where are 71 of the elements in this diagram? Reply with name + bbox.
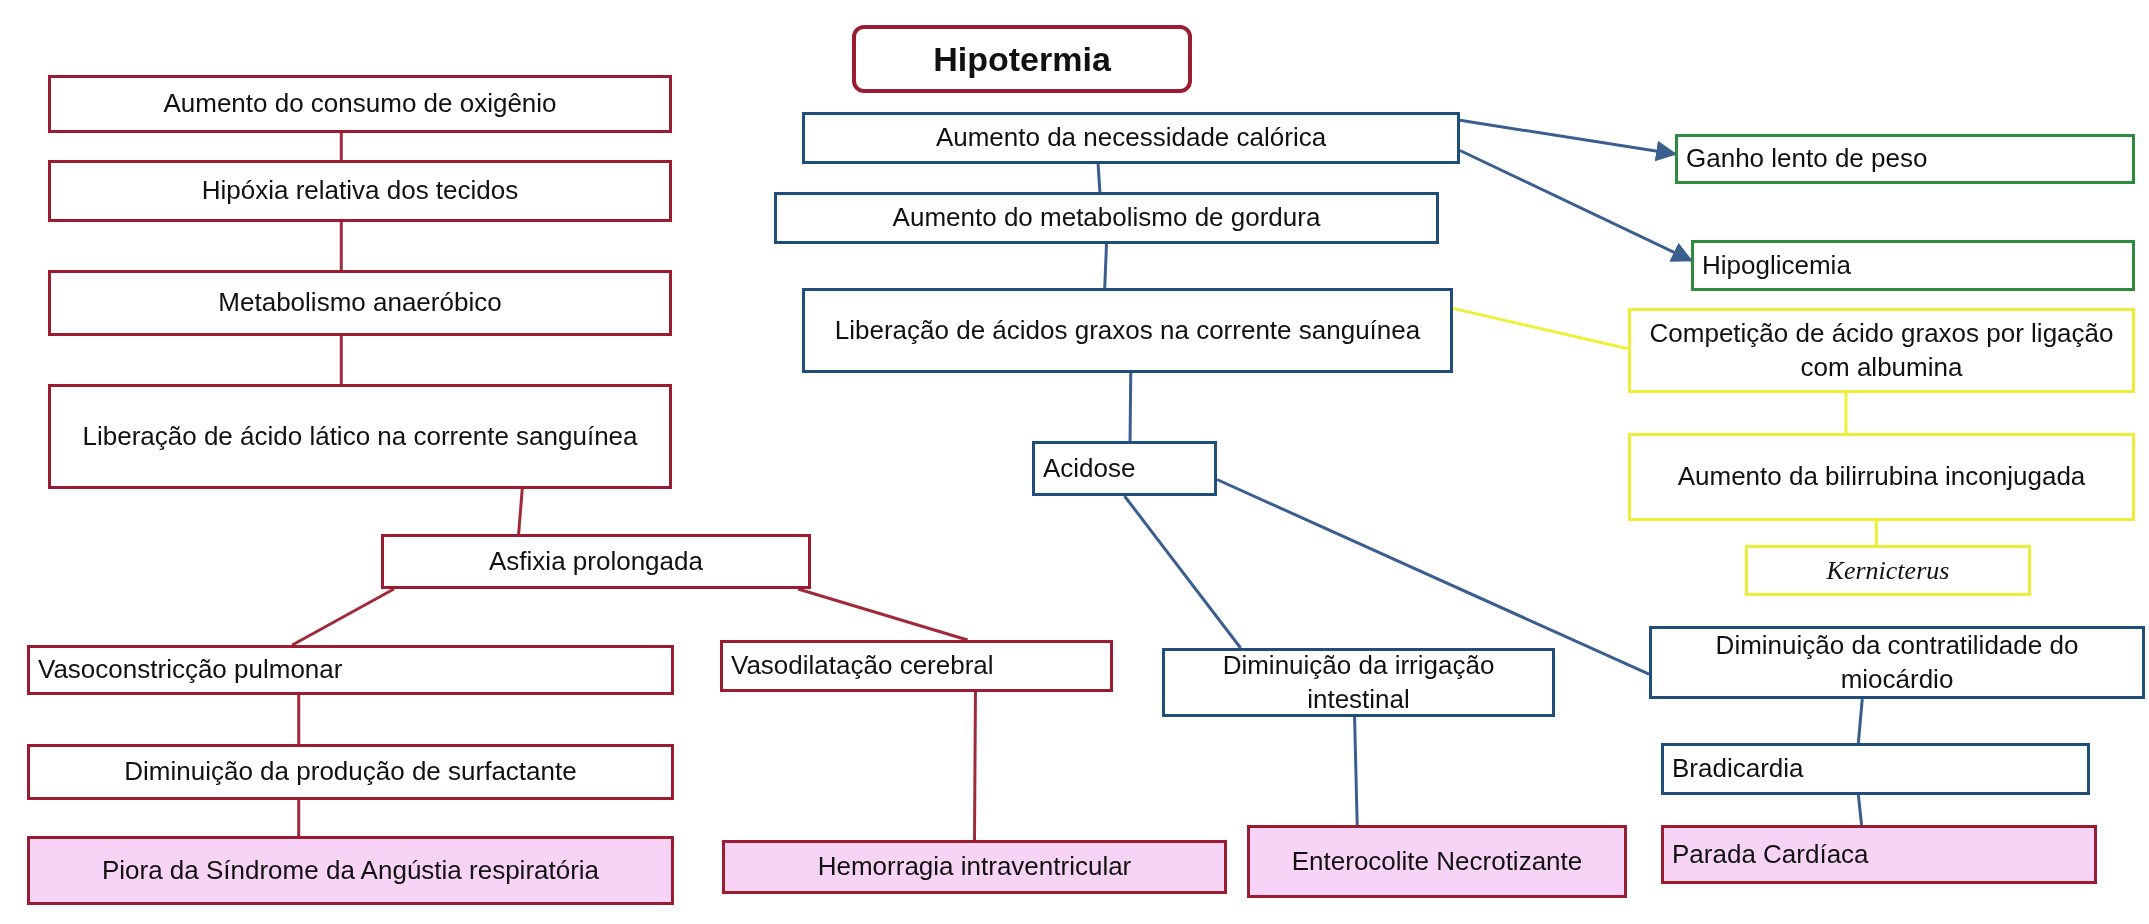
node-label: Bradicardia bbox=[1672, 752, 1804, 786]
node-label: Diminuição da contratilidade do miocárdio bbox=[1714, 628, 2080, 696]
node-label: Liberação de ácidos graxos na corrente sanguínea bbox=[834, 313, 1421, 347]
connector-line bbox=[1856, 698, 1864, 744]
node-label: Aumento do metabolismo de gordura bbox=[892, 201, 1321, 235]
process-box bbox=[1649, 626, 2145, 699]
outcome-box bbox=[722, 840, 1227, 894]
connector-line bbox=[339, 133, 343, 160]
outcome-box bbox=[27, 836, 674, 905]
node-label: Vasoconstricção pulmonar bbox=[38, 653, 343, 687]
process-box bbox=[1628, 433, 2135, 521]
arrow bbox=[1459, 149, 1693, 262]
node-label: Enterocolite Necrotizante bbox=[1291, 844, 1583, 878]
process-box bbox=[720, 640, 1113, 692]
connector-line bbox=[517, 488, 524, 535]
process-box bbox=[48, 384, 672, 489]
node-label: Competição de ácido graxos por ligação com albumina bbox=[1648, 316, 2115, 384]
node-label: Hipotermia bbox=[933, 38, 1111, 80]
connector-line bbox=[297, 800, 301, 836]
process-box bbox=[1628, 308, 2135, 393]
connector-line bbox=[797, 587, 969, 642]
process-box bbox=[381, 534, 811, 589]
process-box bbox=[802, 112, 1460, 164]
process-box bbox=[1661, 743, 2090, 795]
connector-line bbox=[1103, 243, 1108, 289]
connector-line bbox=[1844, 393, 1848, 433]
node-label: Hipóxia relativa dos tecidos bbox=[201, 174, 519, 208]
node-label: Ganho lento de peso bbox=[1686, 142, 1928, 176]
outcome-box bbox=[1247, 825, 1627, 898]
process-box bbox=[27, 645, 674, 695]
process-box bbox=[774, 192, 1439, 244]
node-label: Asfixia prolongada bbox=[489, 544, 703, 578]
node-label: Diminuição da produção de surfactante bbox=[124, 755, 577, 789]
process-box bbox=[1675, 134, 2135, 184]
connector-line bbox=[1353, 716, 1359, 826]
node-label: Hipoglicemia bbox=[1702, 248, 1851, 282]
connector-line bbox=[1856, 794, 1864, 826]
process-box bbox=[1032, 441, 1217, 496]
node-label: Vasodilatação cerebral bbox=[731, 649, 994, 683]
node-label: Liberação de ácido lático na corrente sanguínea bbox=[82, 419, 638, 453]
node-label: Aumento da bilirrubina inconjugada bbox=[1677, 460, 2086, 494]
connector-line bbox=[339, 336, 343, 384]
title-box bbox=[852, 25, 1192, 93]
node-label: Kernicterus bbox=[1826, 554, 1950, 587]
node-label: Diminuição da irrigação intestinal bbox=[1221, 648, 1496, 716]
node-label: Hemorragia intraventricular bbox=[817, 850, 1132, 884]
node-label: Piora da Síndrome da Angústia respiratória bbox=[101, 853, 600, 887]
node-label: Aumento da necessidade calórica bbox=[935, 121, 1327, 155]
connector-line bbox=[973, 692, 977, 840]
process-box bbox=[48, 160, 672, 222]
node-label: Metabolismo anaeróbico bbox=[218, 286, 502, 320]
process-box bbox=[1691, 240, 2135, 291]
process-box bbox=[1745, 545, 2031, 596]
node-label: Parada Cardíaca bbox=[1672, 837, 1869, 871]
connector-line bbox=[1216, 478, 1650, 676]
connector-line bbox=[297, 695, 301, 744]
connector-line bbox=[1096, 163, 1102, 193]
outcome-box bbox=[1661, 825, 2097, 884]
process-box bbox=[48, 270, 672, 336]
process-box bbox=[802, 288, 1453, 373]
node-label: Aumento do consumo de oxigênio bbox=[163, 87, 557, 121]
connector-line bbox=[1452, 306, 1629, 351]
connector-line bbox=[291, 587, 395, 647]
connector-line bbox=[339, 222, 343, 270]
node-label: Acidose bbox=[1043, 451, 1136, 485]
process-box bbox=[48, 75, 672, 133]
connector-line bbox=[1128, 372, 1133, 441]
connector-line bbox=[1123, 495, 1242, 649]
process-box bbox=[27, 744, 674, 800]
process-box bbox=[1162, 648, 1555, 717]
connector-line bbox=[1874, 521, 1879, 545]
